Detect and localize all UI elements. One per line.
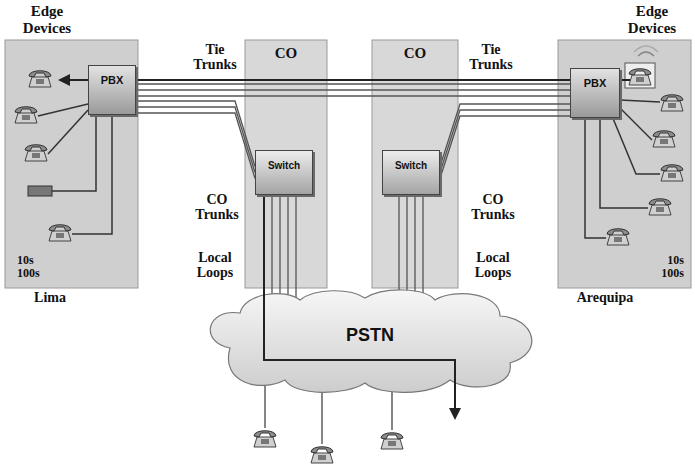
device-label: PBX	[584, 77, 607, 89]
phone-icon	[607, 229, 629, 245]
wire	[612, 116, 660, 174]
call-path	[454, 380, 456, 410]
wire	[52, 114, 96, 191]
phone-icon	[49, 225, 71, 241]
co-heading: CO	[404, 45, 427, 62]
trunk-label: CO Trunks	[466, 192, 520, 223]
site-panel	[5, 40, 138, 288]
co-box: CO Switch	[245, 40, 327, 288]
arrowhead	[449, 408, 461, 420]
wire	[620, 108, 652, 140]
trunk-label: CO Trunks	[190, 192, 244, 223]
radio-wave	[634, 46, 658, 52]
call-path	[263, 190, 265, 300]
wire	[620, 100, 660, 102]
text-holder: CO	[372, 44, 458, 62]
trunk-line	[272, 195, 296, 302]
wire	[72, 114, 112, 234]
co-panel	[245, 40, 327, 288]
trunk-line	[136, 84, 570, 96]
phone-wires	[38, 100, 660, 238]
switch-box: Switch	[382, 150, 440, 195]
scale-note: 10s 100s	[650, 254, 684, 280]
pbx-box: PBX	[88, 65, 136, 115]
site-name: Lima	[20, 290, 80, 305]
phone-icon	[661, 95, 683, 111]
cloud-outline	[210, 290, 531, 392]
text-holder: PBX	[89, 70, 135, 88]
site-box: Edge Devices10s 100sLimaPBX	[5, 40, 138, 288]
trunk-label: Local Loops	[186, 250, 244, 281]
device-label: Switch	[268, 160, 300, 171]
wire	[585, 116, 606, 238]
arrowhead	[58, 74, 70, 86]
phone-icon	[649, 199, 671, 215]
edge-device	[28, 186, 52, 196]
text-holder: Edge Devices	[14, 3, 80, 36]
trunk-label: Local Loops	[464, 250, 522, 281]
call-path	[264, 288, 455, 384]
text-holder: Local Loops	[186, 250, 244, 281]
phone-icon	[25, 145, 47, 161]
text-holder: PBX	[571, 73, 619, 91]
wire	[264, 380, 265, 428]
text-holder: CO Trunks	[190, 192, 244, 223]
pbx-box: PBX	[570, 68, 620, 118]
scale-note: 10s 100s	[17, 254, 51, 280]
site-panel	[558, 40, 691, 288]
site-heading: Edge Devices	[14, 3, 80, 36]
site-box: Edge Devices10s 100sArequipaPBX	[558, 40, 691, 288]
trunk-label: Tie Trunks	[188, 42, 242, 73]
phone-icon	[661, 165, 683, 181]
trunk-label: Tie Trunks	[464, 42, 518, 73]
text-holder: Switch	[256, 155, 312, 173]
site-heading: Edge Devices	[619, 3, 685, 36]
text-holder: Tie Trunks	[464, 42, 518, 73]
text-holder: PSTN	[200, 326, 540, 346]
text-holder: 10s 100s	[17, 254, 51, 280]
phone-highlight	[625, 63, 655, 88]
text-holder: Tie Trunks	[188, 42, 242, 73]
wire	[321, 388, 322, 444]
trunk-line	[136, 101, 255, 179]
device-label: PBX	[101, 74, 124, 86]
call-path	[68, 79, 630, 81]
text-holder: 10s 100s	[650, 254, 684, 280]
text-holder: Switch	[383, 155, 439, 173]
wire	[391, 388, 392, 430]
co-box: CO Switch	[372, 40, 458, 288]
text-holder: Local Loops	[464, 250, 522, 281]
phone-icon	[29, 71, 51, 87]
text-holder: CO	[245, 44, 327, 62]
text-holder: Lima	[20, 290, 80, 305]
phone-icon	[381, 433, 403, 449]
wire	[48, 110, 88, 154]
radio-wave	[638, 52, 654, 56]
site-name: Arequipa	[565, 290, 645, 305]
phone-icon	[311, 447, 333, 463]
pstn-cloud: PSTN	[200, 288, 540, 393]
text-holder: Arequipa	[565, 290, 645, 305]
phone-icon	[653, 131, 675, 147]
phone-icon	[15, 107, 37, 123]
co-heading: CO	[275, 45, 298, 62]
trunk-line	[440, 104, 570, 179]
text-holder: CO Trunks	[466, 192, 520, 223]
phone-icon	[254, 431, 276, 447]
wire	[38, 104, 88, 116]
switch-box: Switch	[255, 150, 313, 195]
phone-icon	[629, 69, 651, 85]
cloud-label: PSTN	[346, 326, 394, 346]
wire	[600, 116, 648, 208]
text-holder: Edge Devices	[619, 3, 685, 36]
device-label: Switch	[395, 160, 427, 171]
trunk-line	[399, 195, 423, 302]
